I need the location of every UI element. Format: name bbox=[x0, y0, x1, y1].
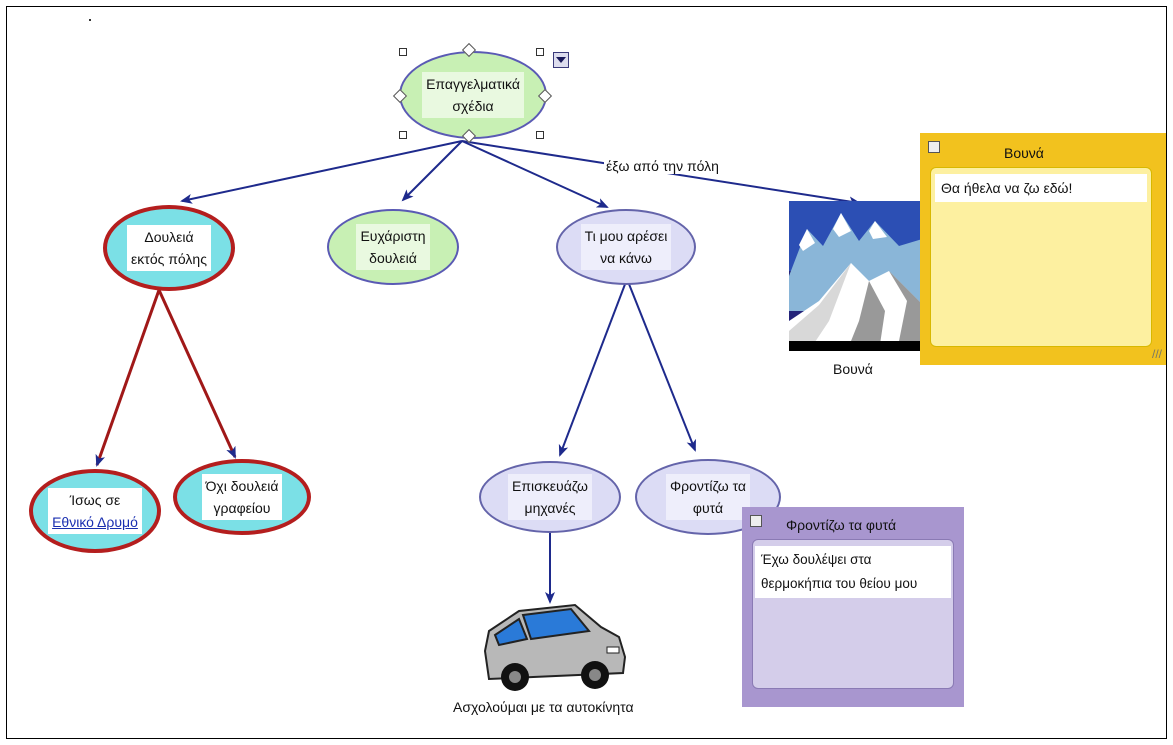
stray-dot bbox=[89, 19, 91, 21]
node-label: Ίσως σε Εθνικό Δρυμό bbox=[48, 488, 142, 534]
edge-root-like-to-do bbox=[461, 140, 609, 208]
car-icon[interactable] bbox=[479, 591, 629, 697]
edge-like-repair bbox=[558, 278, 628, 457]
note-text: Θα ήθελα να ζω εδώ! bbox=[935, 174, 1147, 202]
note-collapse-icon[interactable] bbox=[928, 141, 940, 153]
mountains-caption: Βουνά bbox=[833, 361, 873, 377]
note-collapse-icon[interactable] bbox=[750, 515, 762, 527]
note-body[interactable]: Θα ήθελα να ζω εδώ! bbox=[930, 167, 1152, 347]
note-title: Φροντίζω τα φυτά bbox=[786, 517, 897, 533]
selection-handle-bottom-left[interactable] bbox=[399, 131, 407, 139]
resize-grip-icon[interactable]: /// bbox=[1151, 347, 1162, 361]
node-menu-dropdown-button[interactable] bbox=[553, 52, 569, 68]
note-title: Βουνά bbox=[1004, 145, 1044, 161]
national-park-link[interactable]: Εθνικό Δρυμό bbox=[52, 514, 138, 530]
note-care-for-plants[interactable]: Φροντίζω τα φυτά Έχω δουλέψει στα θερμοκ… bbox=[742, 507, 964, 707]
edge-root-job-outside bbox=[180, 140, 463, 204]
selection-handle-top-left[interactable] bbox=[399, 48, 407, 56]
selection-handle-top-right[interactable] bbox=[536, 48, 544, 56]
selection-handle-bottom-right[interactable] bbox=[536, 131, 544, 139]
connector-lines bbox=[95, 140, 861, 604]
edge-root-pleasant-job bbox=[401, 140, 463, 202]
note-body[interactable]: Έχω δουλέψει στα θερμοκήπια του θείου μο… bbox=[752, 539, 954, 689]
node-maybe-national-park[interactable]: Ίσως σε Εθνικό Δρυμό bbox=[29, 469, 161, 553]
car-caption: Ασχολούμαι με τα αυτοκίνητα bbox=[453, 699, 634, 715]
mountains-icon[interactable] bbox=[789, 201, 929, 351]
note-mountains[interactable]: Βουνά Θα ήθελα να ζω εδώ! /// bbox=[920, 133, 1166, 365]
edge-outside-no-office bbox=[157, 289, 237, 459]
edge-outside-maybe bbox=[95, 289, 161, 467]
edge-label-outside-city: έξω από την πόλη bbox=[604, 158, 721, 174]
note-text: Έχω δουλέψει στα θερμοκήπια του θείου μο… bbox=[755, 546, 951, 598]
edge-like-plants bbox=[626, 278, 696, 452]
